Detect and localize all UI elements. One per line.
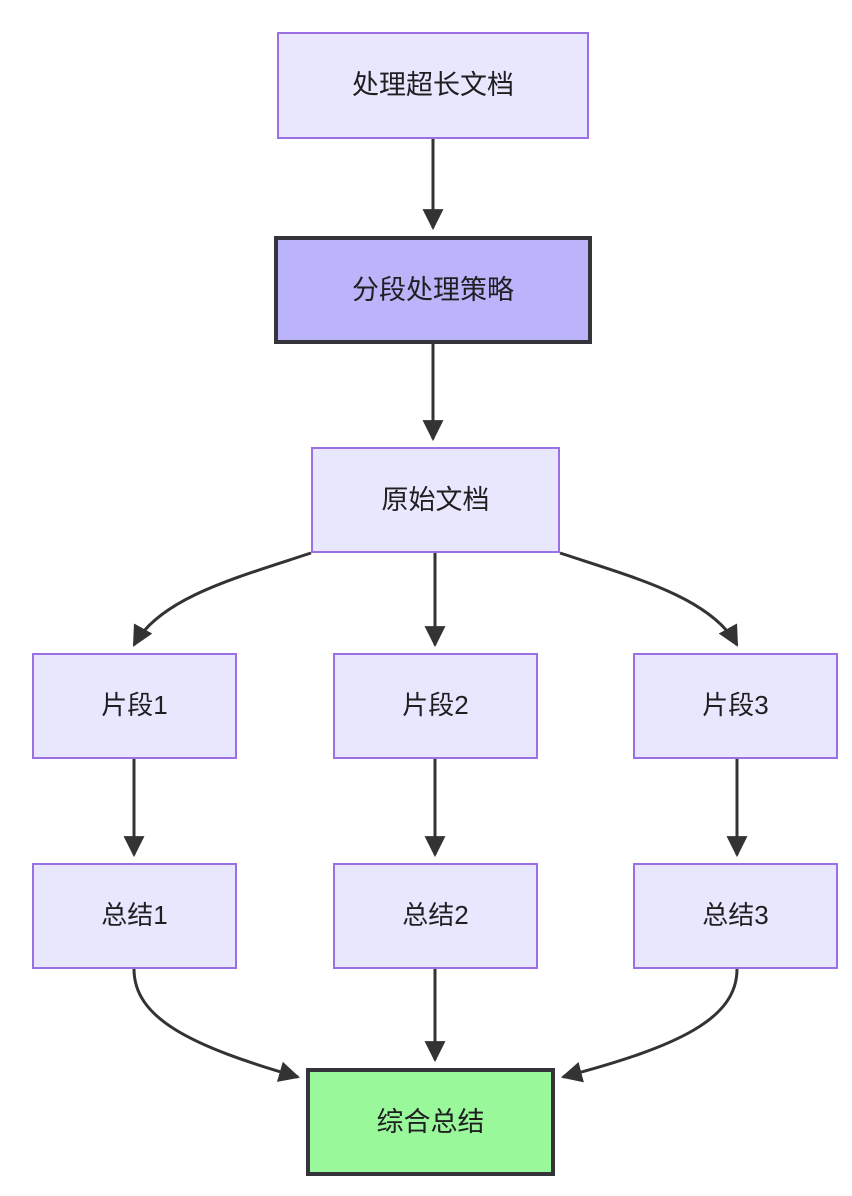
node-source-document[interactable]: 原始文档 [311, 447, 560, 553]
node-chunking-strategy[interactable]: 分段处理策略 [274, 236, 592, 344]
edge-source-to-chunk3 [559, 551, 739, 647]
edge-sum3-to-final [560, 968, 739, 1083]
node-label: 总结2 [402, 900, 469, 931]
node-process-long-document[interactable]: 处理超长文档 [277, 32, 589, 139]
node-chunk-2[interactable]: 片段2 [333, 653, 538, 759]
node-label: 处理超长文档 [352, 70, 514, 101]
edge-sum1-to-final [132, 968, 301, 1082]
node-summary-1[interactable]: 总结1 [32, 863, 237, 969]
node-summary-3[interactable]: 总结3 [633, 863, 838, 969]
node-label: 片段3 [702, 690, 769, 721]
node-label: 分段处理策略 [352, 274, 514, 305]
node-chunk-1[interactable]: 片段1 [32, 653, 237, 759]
node-label: 综合总结 [376, 1106, 485, 1137]
node-label: 片段1 [101, 690, 168, 721]
node-label: 总结3 [702, 900, 769, 931]
node-final-summary[interactable]: 综合总结 [306, 1068, 555, 1176]
node-label: 片段2 [402, 690, 469, 721]
node-label: 原始文档 [381, 484, 490, 515]
node-label: 总结1 [101, 900, 168, 931]
node-summary-2[interactable]: 总结2 [333, 863, 538, 969]
edge-source-to-chunk1 [132, 551, 312, 647]
node-chunk-3[interactable]: 片段3 [633, 653, 838, 759]
